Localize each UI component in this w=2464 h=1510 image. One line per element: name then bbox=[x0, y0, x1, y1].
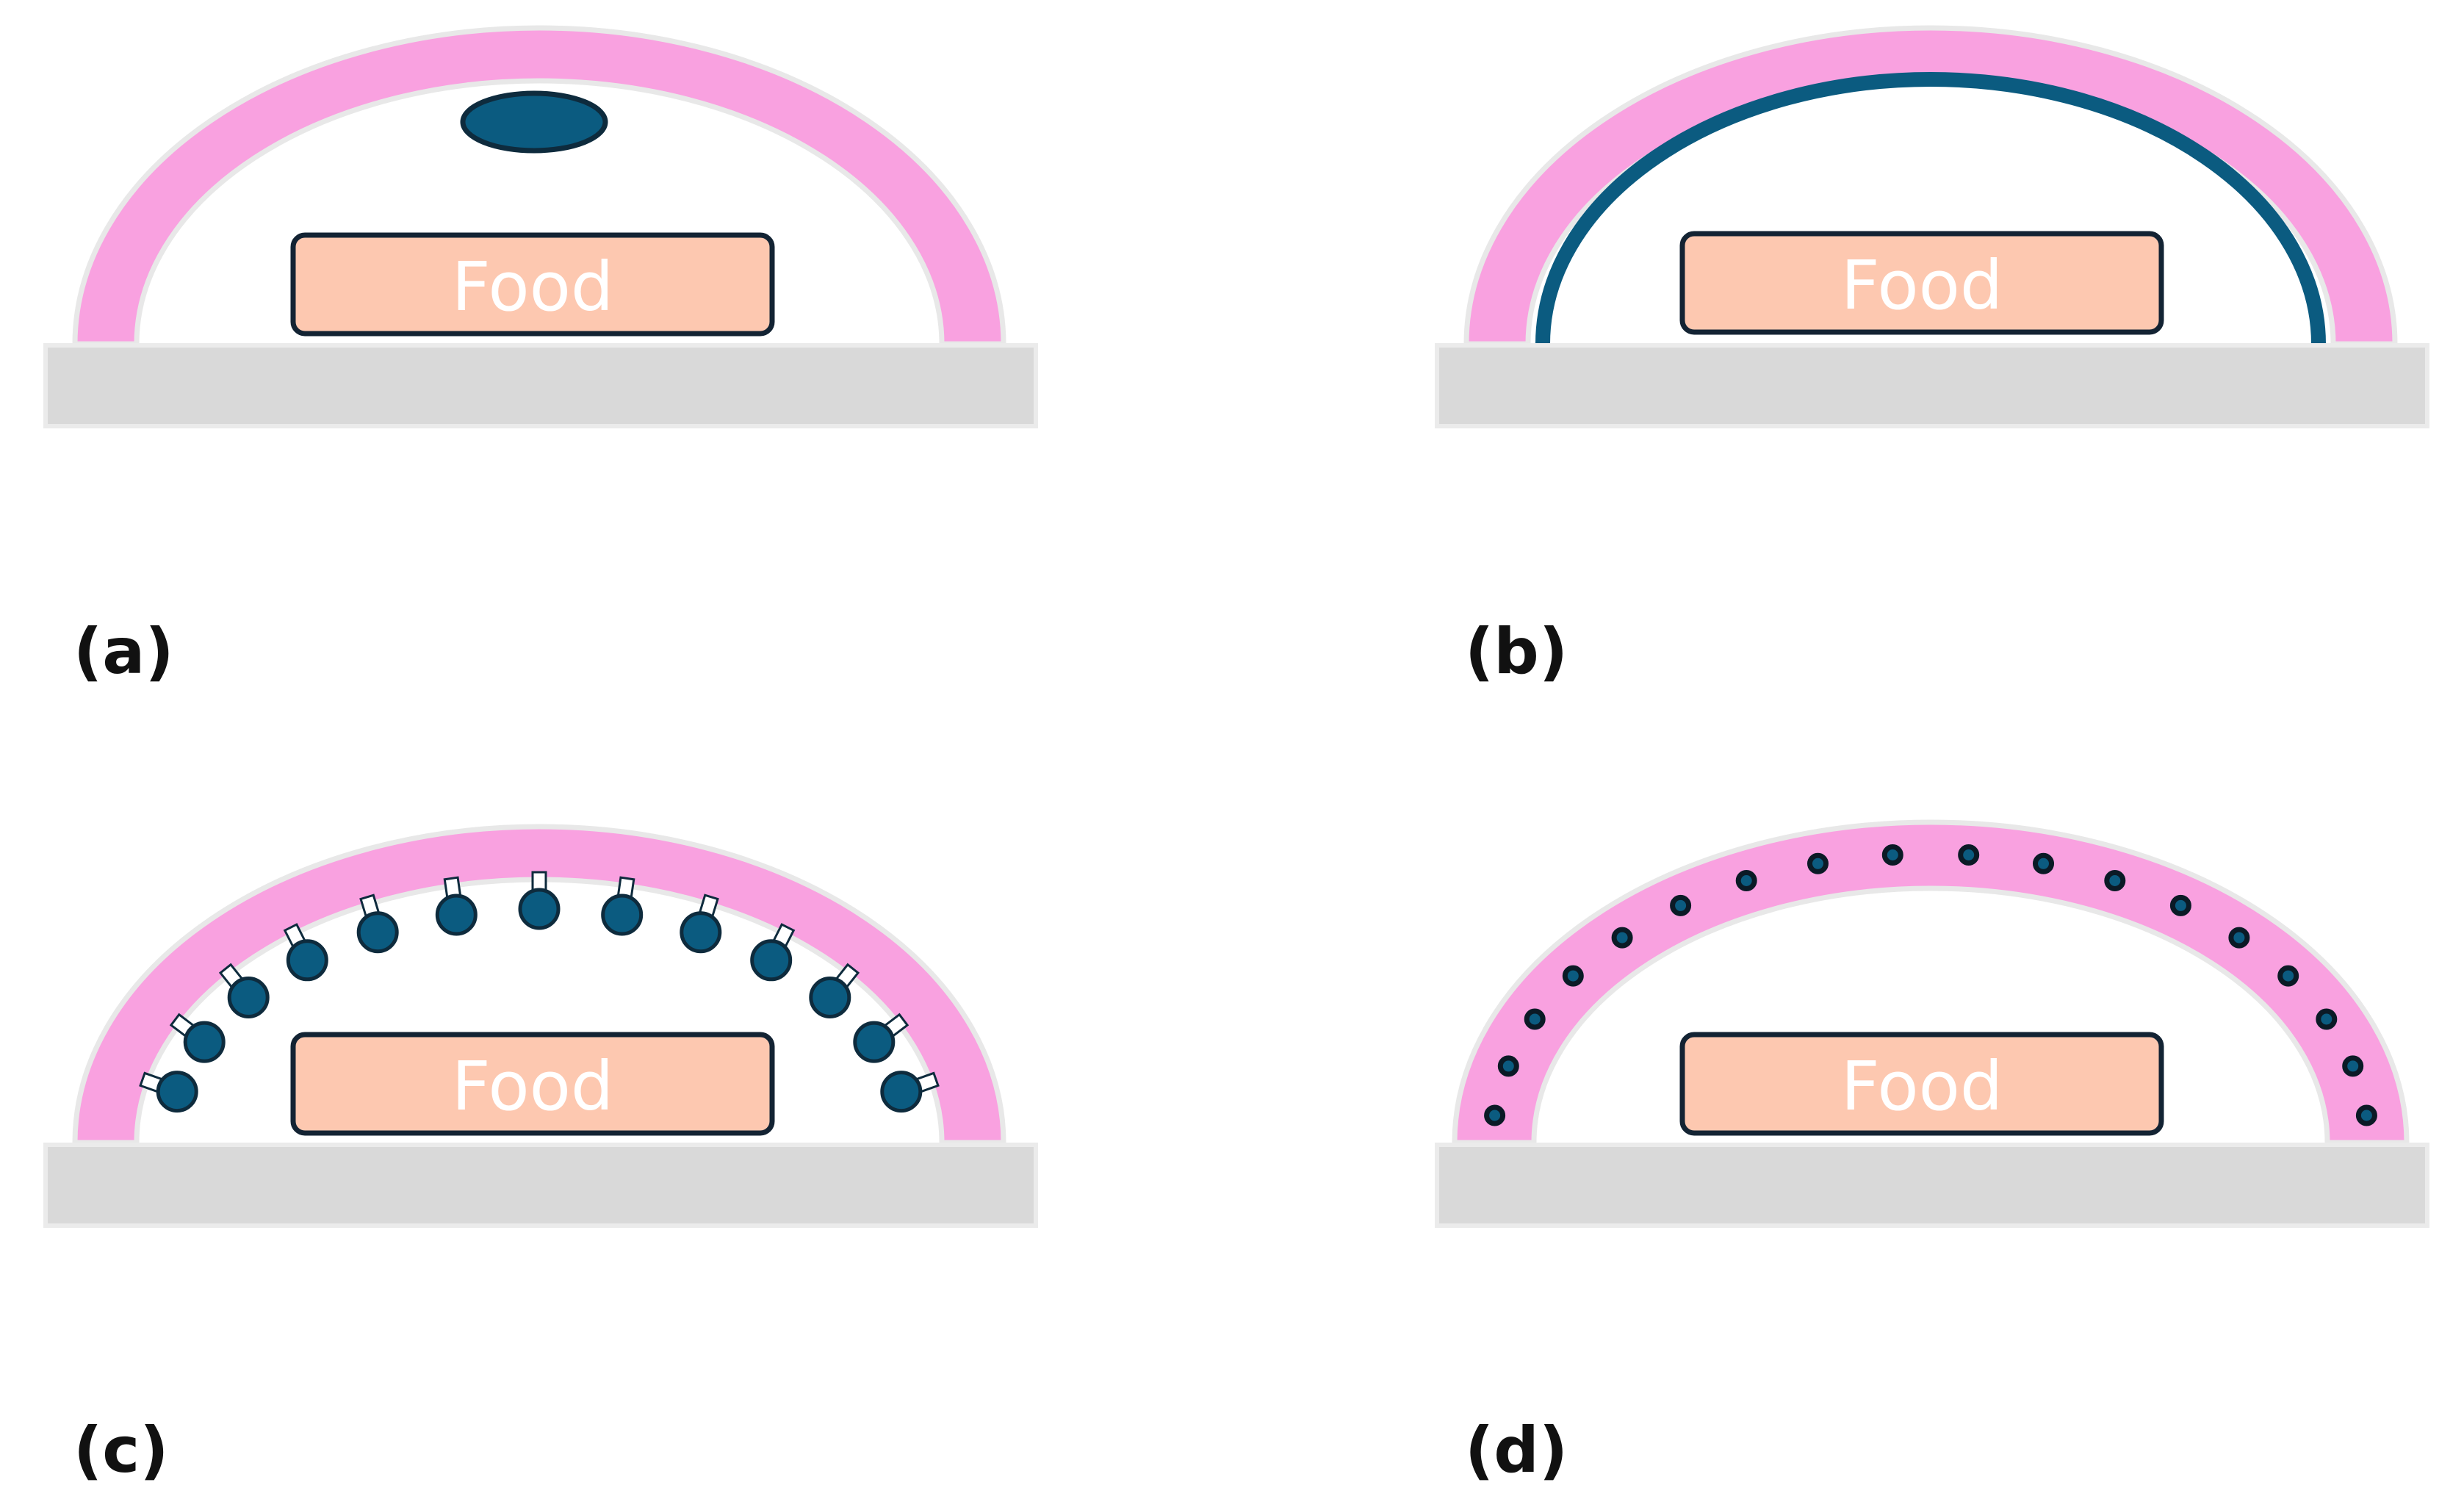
packaging-dome bbox=[72, 824, 1006, 1146]
tray-base bbox=[43, 1143, 1038, 1228]
embedded-particle bbox=[1524, 1008, 1546, 1030]
panel-label: (c) bbox=[73, 1414, 169, 1487]
packaging-dome bbox=[72, 25, 1006, 347]
active-sachet bbox=[460, 90, 608, 154]
embedded-particle bbox=[2316, 1008, 2338, 1030]
panel-label: (a) bbox=[73, 615, 174, 689]
active-coating-layer bbox=[1535, 72, 2326, 345]
panel-c: Food (c) bbox=[43, 824, 1038, 1487]
food-label: Food bbox=[1841, 1047, 2003, 1126]
food-label: Food bbox=[1841, 246, 2003, 325]
food-label: Food bbox=[452, 1047, 614, 1126]
panel-b: Food (b) bbox=[1435, 25, 2429, 689]
linker-tag bbox=[531, 871, 547, 891]
active-particle bbox=[680, 911, 722, 954]
active-particle bbox=[750, 939, 793, 982]
active-particle bbox=[227, 977, 270, 1018]
embedded-particle bbox=[1484, 1104, 1506, 1126]
food-label: Food bbox=[452, 248, 614, 326]
food-box bbox=[1679, 1032, 2164, 1136]
active-particle bbox=[356, 911, 399, 954]
tray-base bbox=[43, 343, 1038, 428]
embedded-particle bbox=[2355, 1104, 2377, 1126]
active-particle bbox=[286, 939, 328, 982]
panel-label: (b) bbox=[1465, 615, 1568, 689]
active-particle bbox=[518, 888, 561, 930]
active-particle bbox=[156, 1071, 198, 1113]
food-box bbox=[290, 1032, 775, 1136]
packaging-dome bbox=[1452, 819, 2410, 1146]
panel-a: Food (a) bbox=[43, 25, 1038, 689]
embedded-particle bbox=[2033, 852, 2054, 874]
active-particle bbox=[435, 894, 478, 936]
active-particle bbox=[601, 894, 644, 936]
tray-base bbox=[1435, 343, 2429, 428]
embedded-particle bbox=[1670, 894, 1692, 916]
food-box bbox=[1679, 231, 2164, 335]
embedded-particle bbox=[1611, 927, 1633, 949]
immobilized-particles bbox=[139, 871, 940, 1113]
food-box bbox=[290, 232, 775, 337]
embedded-particle bbox=[2342, 1055, 2364, 1077]
embedded-particle bbox=[1881, 844, 1903, 866]
panel-d: Food (d) bbox=[1435, 819, 2429, 1487]
active-particle bbox=[183, 1021, 226, 1063]
embedded-particle bbox=[1958, 844, 1980, 866]
embedded-particle bbox=[2169, 894, 2191, 916]
embedded-particles bbox=[1484, 844, 2377, 1126]
active-particle bbox=[853, 1021, 896, 1063]
embedded-particle bbox=[2228, 927, 2250, 949]
embedded-particle bbox=[1497, 1055, 1519, 1077]
embedded-particle bbox=[2277, 965, 2299, 987]
embedded-particle bbox=[1562, 965, 1584, 987]
active-particle bbox=[809, 977, 851, 1018]
tray-base bbox=[1435, 1143, 2429, 1228]
active-particle bbox=[880, 1071, 923, 1113]
embedded-particle bbox=[1735, 870, 1757, 891]
embedded-particle bbox=[1807, 852, 1829, 874]
embedded-particle bbox=[2104, 870, 2126, 891]
panel-label: (d) bbox=[1465, 1414, 1568, 1487]
